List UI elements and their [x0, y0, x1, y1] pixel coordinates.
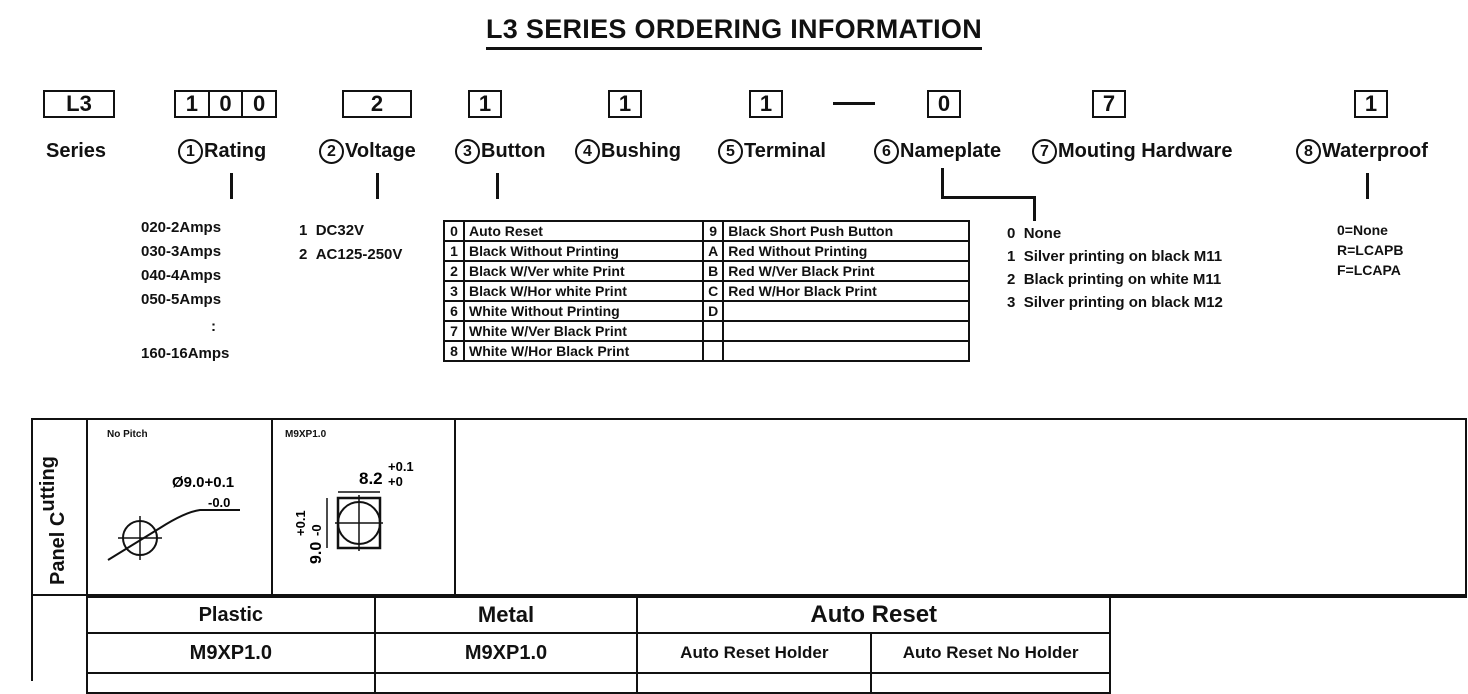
panel-cutting-section: [31, 418, 1467, 596]
height-dim: 9.0: [308, 542, 325, 564]
rating-connector: [230, 173, 233, 199]
number-badge: 7: [1032, 139, 1057, 164]
m9xp-cutout-drawing: 8.2 +0.1 +0 9.0 +0.1 -0: [293, 459, 414, 564]
number-badge: 3: [455, 139, 480, 164]
waterproof-connector: [1366, 173, 1369, 199]
number-badge: 5: [718, 139, 743, 164]
page-title: L3 SERIES ORDERING INFORMATION: [0, 14, 1468, 50]
leader-line: [107, 509, 240, 561]
nameplate-code-box: 0: [927, 90, 961, 118]
list-item: 020-2Amps: [141, 219, 222, 236]
voltage-connector: [376, 173, 379, 199]
table-row: Plastic Metal Auto Reset: [86, 596, 1111, 634]
list-item: 0 None: [1007, 225, 1062, 242]
height-tol: -0: [309, 524, 324, 536]
nameplate-connector-h: [941, 196, 1036, 199]
terminal-code-box: 1: [749, 90, 783, 118]
number-badge: 8: [1296, 139, 1321, 164]
no-pitch-cutout-drawing: Ø9.0+0.1 -0.0: [107, 474, 240, 561]
button-code-box: 1: [468, 90, 502, 118]
panel-divider: [1109, 596, 1467, 598]
number-badge: 4: [575, 139, 600, 164]
list-item: 050-5Amps: [141, 291, 222, 308]
diameter-tol: -0.0: [208, 495, 230, 510]
list-item: 0=None: [1337, 222, 1388, 238]
diameter-dim: Ø9.0+0.1: [172, 474, 234, 491]
m9xp-title: M9XP1.0: [285, 429, 327, 440]
rating-digit: 0: [253, 91, 266, 116]
bushing-code-box: 1: [608, 90, 642, 118]
voltage-list: 1 DC32V 2 AC125-250V: [299, 219, 402, 267]
list-item: R=LCAPB: [1337, 242, 1404, 258]
width-dim: 8.2: [359, 469, 383, 488]
list-item: 3 Silver printing on black M12: [1007, 294, 1223, 311]
list-item: 2 AC125-250V: [299, 246, 403, 263]
number-badge: 6: [874, 139, 899, 164]
list-item: 030-3Amps: [141, 243, 222, 260]
waterproof-list: 0=None R=LCAPB F=LCAPA: [1337, 220, 1404, 280]
list-item: 1 Silver printing on black M11: [1007, 248, 1223, 265]
number-badge: 1: [178, 139, 203, 164]
rating-list: 020-2Amps 030-3Amps 040-4Amps 050-5Amps …: [141, 216, 229, 366]
list-item: F=LCAPA: [1337, 262, 1401, 278]
nameplate-list: 0 None 1 Silver printing on black M11 2 …: [1007, 222, 1223, 314]
list-item: 2 Black printing on white M11: [1007, 271, 1222, 288]
panel-divider: [454, 418, 456, 596]
width-tol: +0.1: [388, 459, 414, 474]
rating-digit: 1: [176, 91, 210, 116]
voltage-code-box: 2: [342, 90, 412, 118]
series-code-box: L3: [43, 90, 115, 118]
table-row: M9XP1.0 M9XP1.0 Auto Reset Holder Auto R…: [86, 632, 1111, 674]
waterproof-code-box: 1: [1354, 90, 1388, 118]
button-connector: [496, 173, 499, 199]
rating-digit: 0: [210, 91, 244, 116]
panel-divider: [86, 418, 88, 681]
list-item: 1 DC32V: [299, 222, 365, 239]
list-item: 160-16Amps: [141, 345, 230, 362]
panel-divider: [31, 594, 33, 681]
hardware-table: Plastic Metal Auto Reset M9XP1.0 M9XP1.0…: [86, 596, 1111, 694]
nameplate-connector-drop: [1033, 196, 1036, 221]
panel-divider: [271, 418, 273, 596]
list-item: 040-4Amps: [141, 267, 222, 284]
series-label: Series: [46, 140, 107, 162]
width-tol: +0: [388, 474, 403, 489]
panel-cutting-label: Panel Cutting: [37, 456, 69, 585]
no-pitch-title: No Pitch: [107, 429, 148, 440]
mounting-code-box: 7: [1092, 90, 1126, 118]
code-separator-dash: [833, 102, 875, 105]
nameplate-connector: [941, 168, 944, 198]
list-item: :: [211, 318, 216, 335]
number-badge: 2: [319, 139, 344, 164]
rating-code-box: 1 0 0: [174, 90, 277, 118]
table-row: [86, 672, 1111, 694]
height-tol: +0.1: [293, 510, 308, 536]
